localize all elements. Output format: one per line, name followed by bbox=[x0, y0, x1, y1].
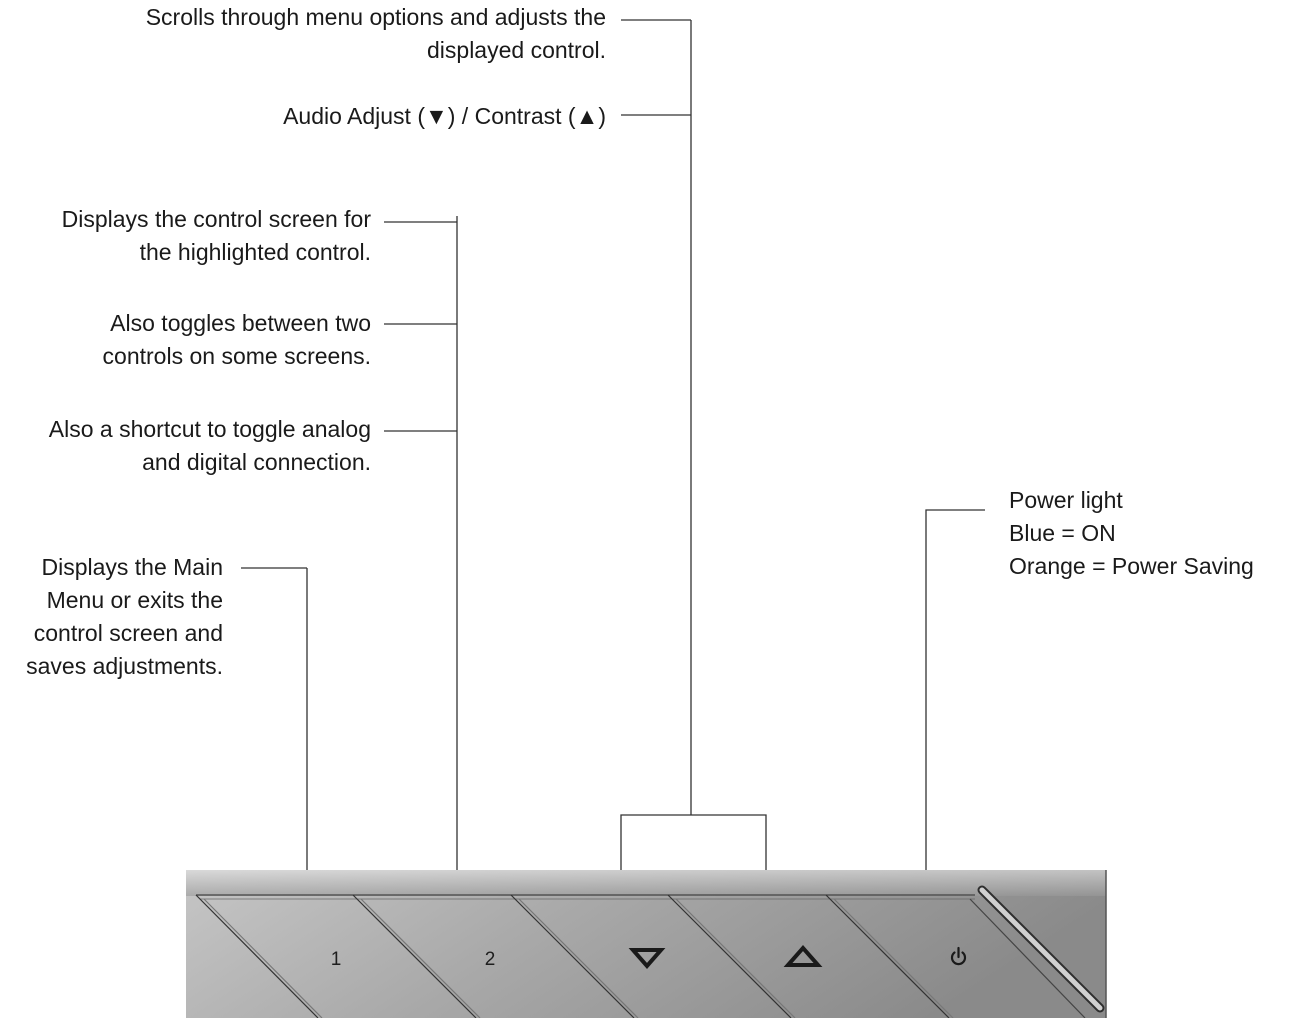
button-1[interactable]: 1 bbox=[290, 910, 390, 1005]
separator-2 bbox=[510, 894, 635, 1018]
annotation-main-menu: Displays the Main Menu or exits the cont… bbox=[26, 551, 223, 683]
button-1-label: 1 bbox=[331, 949, 342, 970]
annotation-power-light-line3: Orange = Power Saving bbox=[1009, 553, 1254, 579]
annotation-audio-contrast: Audio Adjust (▼) / Contrast (▲) bbox=[283, 100, 606, 133]
annotation-power-light: Power light Blue = ON Orange = Power Sav… bbox=[1009, 484, 1254, 583]
power-light-strip bbox=[969, 885, 1105, 1018]
annotation-scroll-line2: displayed control. bbox=[427, 37, 606, 63]
annotation-scroll-line1: Scrolls through menu options and adjusts… bbox=[145, 4, 606, 30]
annotation-control-screen-line1: Displays the control screen for bbox=[61, 206, 371, 232]
annotation-power-light-line1: Power light bbox=[1009, 487, 1123, 513]
separator-1b bbox=[360, 898, 481, 1018]
button-power[interactable] bbox=[910, 910, 1010, 1005]
annotation-main-menu-line4: saves adjustments. bbox=[26, 653, 223, 679]
annotation-toggle-analog: Also a shortcut to toggle analog and dig… bbox=[49, 413, 371, 479]
button-up[interactable] bbox=[755, 910, 855, 1005]
button-separators bbox=[195, 894, 954, 1018]
leader-lines bbox=[241, 19, 985, 870]
button-2[interactable]: 2 bbox=[445, 910, 545, 1005]
leader-power-light bbox=[925, 509, 985, 870]
up-triangle-icon bbox=[783, 944, 823, 967]
separator-0b bbox=[203, 898, 323, 1018]
down-triangle-icon bbox=[628, 948, 666, 970]
power-icon bbox=[950, 946, 967, 966]
annotation-main-menu-line1: Displays the Main bbox=[41, 554, 223, 580]
button-2-label: 2 bbox=[485, 949, 496, 970]
separator-3b bbox=[675, 898, 796, 1018]
annotation-scroll: Scrolls through menu options and adjusts… bbox=[146, 1, 606, 67]
annotation-power-light-line2: Blue = ON bbox=[1009, 520, 1116, 546]
annotation-audio-contrast-text: Audio Adjust (▼) / Contrast (▲) bbox=[283, 103, 606, 129]
separator-0 bbox=[195, 894, 319, 1018]
separator-2b bbox=[518, 898, 639, 1018]
annotation-toggle-controls-line2: controls on some screens. bbox=[102, 343, 371, 369]
separator-3 bbox=[667, 894, 792, 1018]
annotation-main-menu-line3: control screen and bbox=[33, 620, 223, 646]
separator-4b bbox=[833, 898, 954, 1018]
separator-4 bbox=[825, 894, 950, 1018]
separator-1 bbox=[352, 894, 477, 1018]
panel-top-edge bbox=[186, 870, 1106, 896]
control-panel: 1 2 bbox=[186, 870, 1107, 1018]
annotation-toggle-controls-line1: Also toggles between two bbox=[110, 310, 371, 336]
annotation-control-screen: Displays the control screen for the high… bbox=[62, 203, 371, 269]
leader-arrows-bracket bbox=[620, 814, 767, 870]
annotation-main-menu-line2: Menu or exits the bbox=[46, 587, 223, 613]
annotation-control-screen-line2: the highlighted control. bbox=[139, 239, 371, 265]
annotation-toggle-analog-line2: and digital connection. bbox=[142, 449, 371, 475]
annotation-toggle-analog-line1: Also a shortcut to toggle analog bbox=[48, 416, 371, 442]
button-down[interactable] bbox=[600, 910, 700, 1005]
annotation-toggle-controls: Also toggles between two controls on som… bbox=[103, 307, 371, 373]
